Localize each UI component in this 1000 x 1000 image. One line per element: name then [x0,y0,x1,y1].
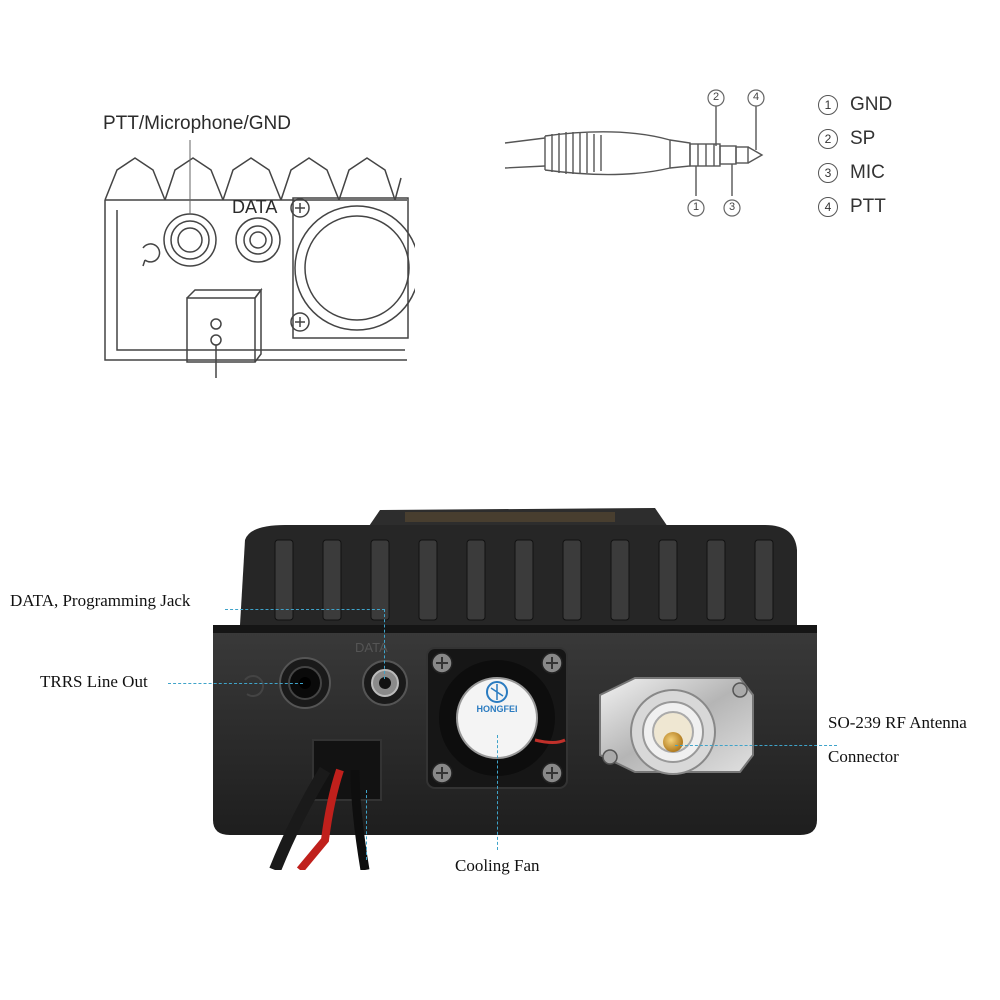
data-jack-callout: DATA, Programming Jack [10,591,191,610]
radio-rear-line-drawing [104,140,415,378]
pin-name: MIC [850,162,885,183]
marker-4: 4 [752,91,760,103]
fan-brand-label: HONGFEI [476,704,518,714]
pin-row-gnd: 1 GND [818,88,892,122]
ptt-mic-gnd-label: PTT/Microphone/GND [103,113,291,134]
pin-row-sp: 2 SP [818,122,892,156]
radio-rear-photo [213,508,817,870]
antenna-leader [675,745,837,746]
top-data-label: DATA [232,197,278,217]
pin-number: 1 [818,95,838,115]
pin-name: SP [850,128,876,149]
fan-leader [497,735,498,850]
pin-number: 3 [818,163,838,183]
pin-number: 4 [818,197,838,217]
trrs-callout: TRRS Line Out [40,672,148,691]
pin-number: 2 [818,129,838,149]
marker-3: 3 [728,201,736,213]
pin-row-mic: 3 MIC [818,156,892,190]
pin-legend: 1 GND 2 SP 3 MIC 4 PTT [818,88,892,224]
data-jack-leader [225,609,385,610]
panel-data-label: DATA [355,640,388,655]
antenna-callout-line2: Connector [828,747,899,766]
trrs-plug-drawing [504,89,765,217]
fan-callout: Cooling Fan [455,856,540,875]
data-jack-leader-vertical [384,609,385,679]
antenna-callout-line1: SO-239 RF Antenna [828,713,967,732]
trrs-leader [168,683,303,684]
pin-row-ptt: 4 PTT [818,190,892,224]
pin-name: GND [850,94,893,115]
marker-2: 2 [712,91,720,103]
power-cable-leader [366,790,367,860]
marker-1: 1 [692,201,700,213]
pin-name: PTT [850,196,886,217]
